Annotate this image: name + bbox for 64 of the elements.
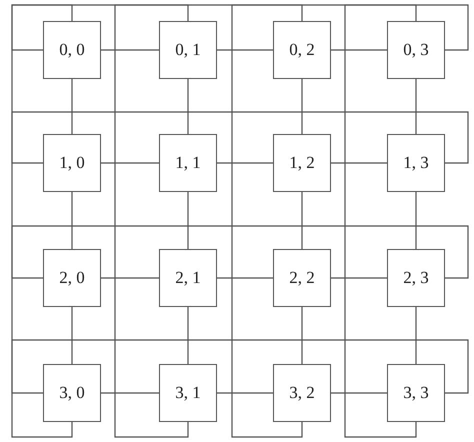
connector-line: [331, 392, 387, 394]
node-box: [273, 249, 331, 307]
connector-line: [344, 4, 417, 438]
connector-line: [301, 307, 303, 364]
node-box: [43, 21, 101, 79]
connector-line: [11, 4, 73, 438]
node-label: 1, 0: [59, 152, 85, 174]
connector-line: [101, 49, 159, 51]
node-label: 1, 3: [403, 152, 429, 174]
node-box: [387, 364, 445, 422]
node-label: 1, 2: [289, 152, 315, 174]
node-label: 0, 2: [289, 39, 315, 62]
node-box: [273, 21, 331, 79]
node-label: 1, 1: [175, 152, 201, 174]
connector-line: [11, 225, 469, 279]
connector-line: [301, 79, 303, 134]
connector-line: [301, 192, 303, 249]
node-box: [159, 364, 217, 422]
connector-line: [114, 4, 189, 438]
node-label: 3, 0: [59, 382, 85, 404]
connector-line: [11, 111, 469, 164]
connector-line: [331, 162, 387, 164]
node-box: [43, 364, 101, 422]
node-box: [43, 134, 101, 192]
connector-line: [71, 307, 73, 364]
node-box: [387, 134, 445, 192]
connector-line: [331, 277, 387, 279]
node-label: 0, 3: [403, 39, 429, 62]
connector-line: [415, 192, 417, 249]
node-box: [273, 134, 331, 192]
connector-line: [331, 49, 387, 51]
node-label: 3, 3: [403, 382, 429, 404]
connector-line: [11, 4, 469, 51]
node-label: 3, 1: [175, 382, 201, 404]
connector-line: [187, 79, 189, 134]
node-label: 2, 2: [289, 267, 315, 290]
connector-line: [11, 339, 469, 394]
node-label: 2, 1: [175, 267, 201, 290]
connector-line: [71, 79, 73, 134]
connector-line: [415, 79, 417, 134]
connector-line: [415, 307, 417, 364]
node-label: 2, 0: [59, 267, 85, 290]
node-box: [159, 21, 217, 79]
node-box: [159, 249, 217, 307]
connector-line: [217, 392, 273, 394]
connector-line: [217, 277, 273, 279]
node-box: [159, 134, 217, 192]
node-box: [43, 249, 101, 307]
connector-line: [187, 192, 189, 249]
node-label: 0, 1: [175, 39, 201, 62]
connector-line: [71, 192, 73, 249]
connector-line: [187, 307, 189, 364]
node-label: 2, 3: [403, 267, 429, 290]
connector-line: [217, 162, 273, 164]
connector-line: [231, 4, 303, 438]
node-label: 0, 0: [59, 39, 85, 62]
node-label: 3, 2: [289, 382, 315, 404]
node-box: [387, 21, 445, 79]
connector-line: [217, 49, 273, 51]
connector-line: [101, 162, 159, 164]
connector-line: [101, 392, 159, 394]
connector-line: [101, 277, 159, 279]
node-box: [387, 249, 445, 307]
node-box: [273, 364, 331, 422]
